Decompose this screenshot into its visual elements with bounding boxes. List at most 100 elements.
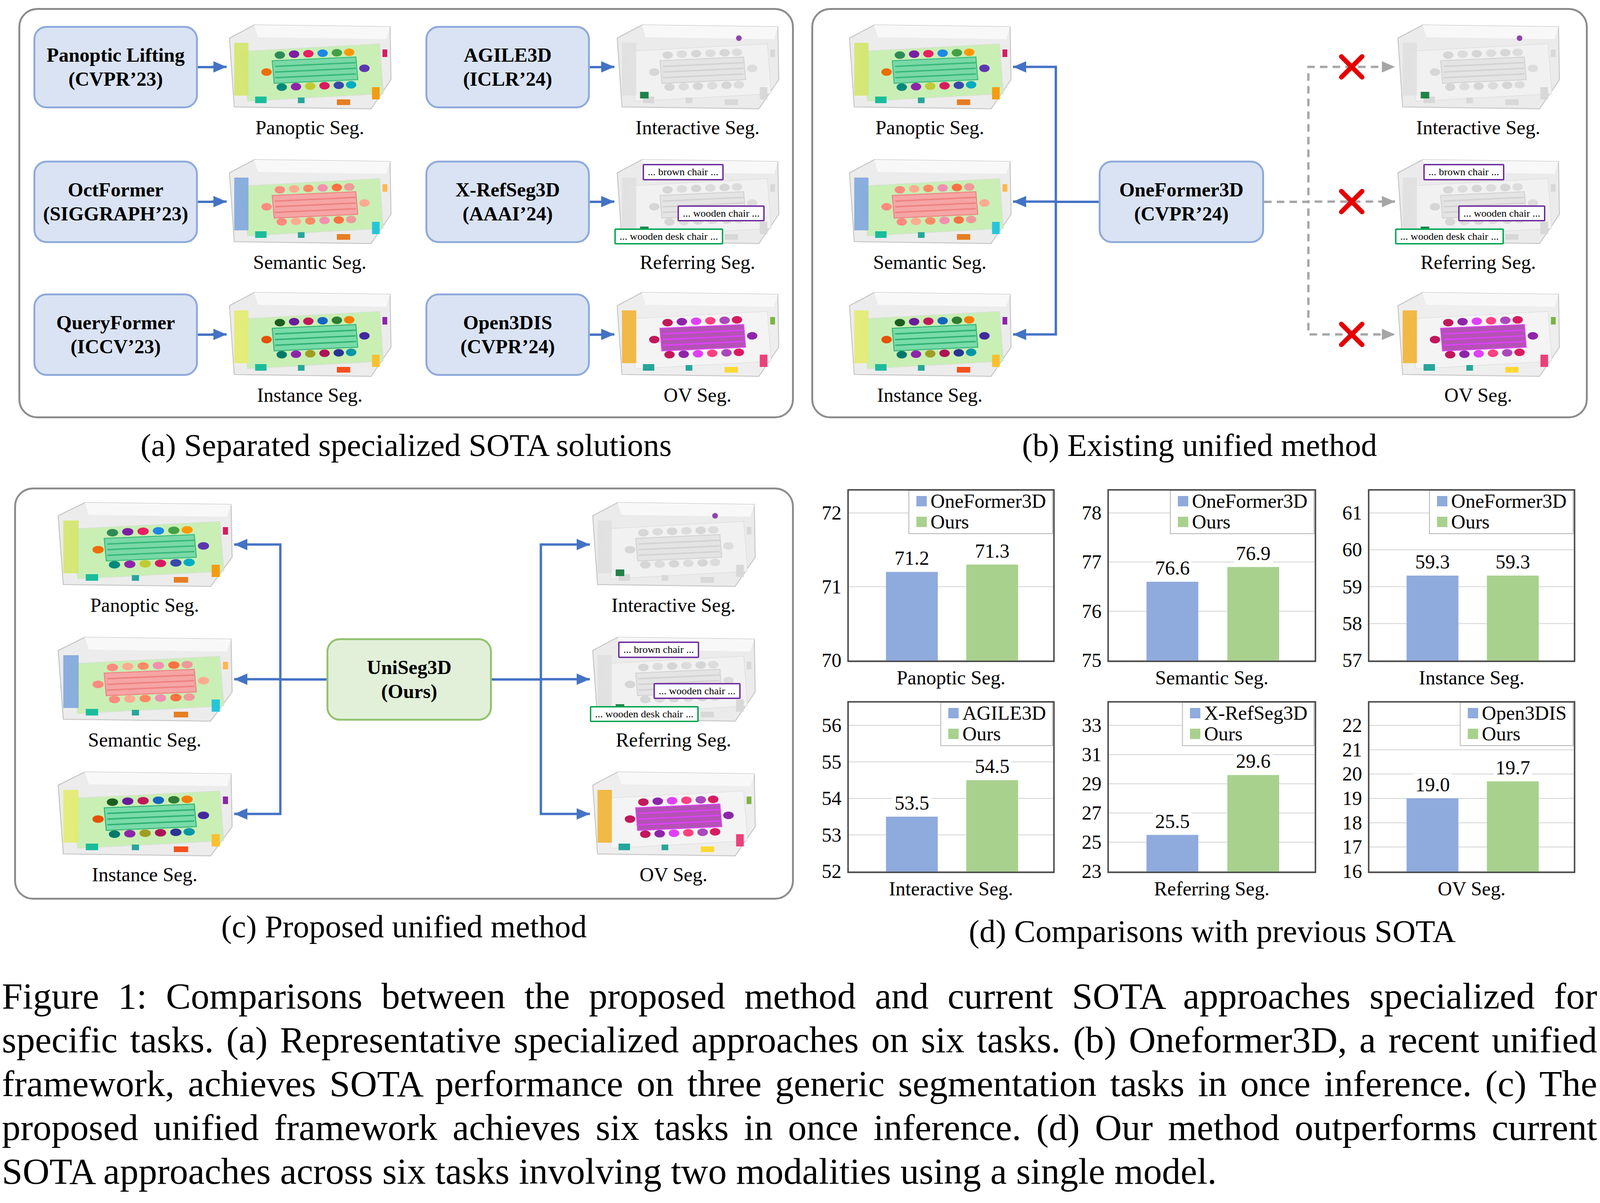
value-label: 71.3: [972, 539, 1012, 562]
shelf: [854, 42, 869, 96]
scene-object: [85, 843, 98, 851]
table: [104, 804, 196, 831]
floor: [1408, 43, 1552, 102]
shelf: [621, 42, 637, 96]
chair: [139, 694, 151, 703]
scene-object: [222, 527, 229, 535]
method-box: QueryFormer (ICCV’23): [33, 293, 198, 376]
room-outline: [1397, 24, 1560, 109]
chair: [662, 186, 673, 194]
scene-object: [336, 367, 351, 373]
scene-object: [131, 844, 139, 851]
chair: [908, 50, 920, 58]
shelf: [854, 177, 869, 231]
method-box: UniSeg3D (Ours): [326, 638, 492, 721]
chair: [910, 217, 922, 226]
task-scene: Interactive Seg.: [1395, 22, 1562, 139]
chair: [1527, 64, 1538, 73]
shelf: [597, 520, 612, 574]
bar: [966, 780, 1019, 873]
chair: [654, 560, 665, 569]
chair: [719, 48, 730, 57]
legend-swatch: [948, 708, 959, 719]
chair: [681, 796, 692, 805]
scene-illustration: [55, 769, 235, 859]
chair: [963, 48, 975, 57]
chair: [937, 184, 948, 192]
value-label: 76.6: [1153, 557, 1192, 580]
scene-object: [759, 354, 768, 368]
chair: [733, 348, 744, 357]
table: [272, 57, 359, 84]
chair: [137, 662, 149, 670]
table: [104, 669, 196, 696]
connector: [234, 679, 327, 815]
shelf: [597, 790, 612, 843]
cross-mark: [1341, 56, 1363, 78]
chair: [953, 81, 964, 90]
cross-marks: [1341, 56, 1363, 345]
table-stripe: [662, 341, 744, 346]
chair: [1444, 83, 1456, 91]
legend-text: AGILE3D: [962, 702, 1046, 724]
chair: [695, 661, 706, 670]
task-scene: Panoptic Seg.: [55, 499, 235, 617]
chair: [733, 81, 744, 89]
scene-object: [131, 575, 139, 581]
table: [660, 57, 746, 84]
floor: [627, 311, 772, 369]
shelf: [1402, 42, 1417, 96]
grid-line: [1368, 749, 1575, 751]
bar: [1486, 575, 1539, 662]
table-stripe: [107, 680, 195, 685]
scene-object: [1551, 184, 1556, 192]
scene-object: [1002, 184, 1008, 192]
scene-object: [770, 184, 776, 192]
floor: [627, 178, 772, 237]
connector: [491, 679, 590, 815]
floor: [69, 791, 224, 849]
method-name: UniSeg3D (Ours): [350, 655, 469, 704]
chair: [290, 82, 302, 91]
connector: [197, 333, 227, 337]
chair: [624, 815, 636, 824]
table: [892, 57, 979, 84]
panel-caption: (d) Comparisons with previous SOTA: [968, 913, 1456, 950]
table-stripe: [275, 73, 356, 78]
chair: [953, 349, 964, 357]
chair: [705, 317, 716, 325]
chair: [1500, 183, 1511, 192]
table-stripe: [275, 203, 356, 207]
table: [892, 324, 979, 352]
callout-text: ... brown chair ...: [618, 641, 700, 658]
chair: [721, 81, 732, 90]
chair: [302, 184, 314, 193]
chair: [953, 216, 964, 224]
chair: [640, 561, 651, 569]
tick-label: 57: [1342, 649, 1363, 672]
chair: [155, 694, 167, 703]
wall-band: [617, 502, 755, 517]
chair: [1527, 332, 1538, 340]
chair: [1487, 349, 1499, 358]
task-label: Panoptic Seg.: [846, 116, 1013, 139]
method-name: X-RefSeg3D (AAAI’24): [431, 178, 585, 226]
scene-object: [875, 364, 887, 371]
room-outline: [617, 292, 779, 377]
shelf: [621, 177, 637, 231]
floor: [603, 656, 748, 714]
legend-text: Ours: [1204, 723, 1243, 745]
grid-line: [1368, 773, 1575, 775]
chair: [697, 828, 708, 837]
table: [272, 324, 359, 352]
scene-object: [956, 367, 971, 373]
chair: [106, 663, 119, 672]
chair: [183, 558, 196, 567]
tick-label: 23: [1081, 860, 1102, 883]
shelf: [63, 655, 79, 709]
scene-illustration: [1395, 289, 1562, 380]
legend-box: [1170, 490, 1315, 534]
chair: [678, 350, 689, 359]
legend-swatch: [916, 516, 927, 528]
connector: [197, 65, 227, 69]
